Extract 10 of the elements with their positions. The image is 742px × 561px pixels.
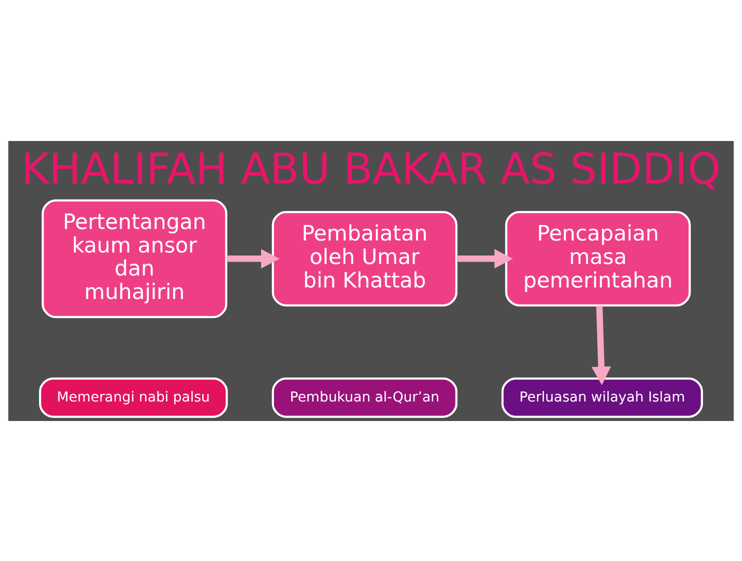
diagram-title: KHALIFAH ABU BAKAR AS SIDDIQ (21, 144, 721, 194)
node-box: Pencapaian masa pemerintahan (505, 210, 691, 306)
node-box: Memerangi nabi palsu (39, 377, 228, 418)
node-box: Pembaiatan oleh Umar bin Khattab (272, 210, 458, 306)
arrow (456, 248, 513, 268)
node-box: Pertentangan kaum ansor dan muhajirin (42, 198, 228, 318)
node-box: Perluasan wilayah Islam (501, 377, 703, 418)
arrow (226, 248, 280, 268)
node-box: Pembukuan al-Qur’an (272, 377, 458, 418)
arrow (592, 305, 611, 385)
